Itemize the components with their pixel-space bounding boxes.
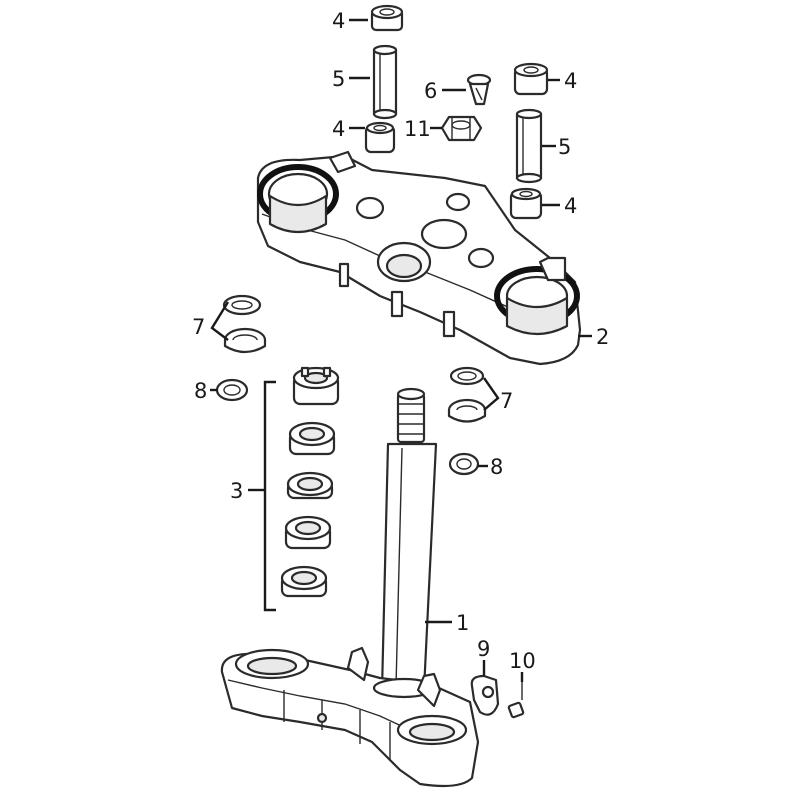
tube-right [515, 108, 543, 184]
bearing-ring-2 [286, 471, 334, 500]
callout-seal-right: 7 [500, 389, 513, 413]
callout-bushing-mid-left: 4 [332, 117, 345, 141]
callout-bearing-set: 3 [230, 479, 243, 503]
bushing-top-right [513, 62, 549, 96]
bushing-top-left [370, 4, 404, 32]
bolt [466, 73, 492, 106]
callout-washer-right: 8 [490, 455, 503, 479]
steering-stem [220, 387, 480, 788]
upper-bracket [256, 150, 582, 366]
bearing-ring-4 [280, 565, 328, 598]
bushing-mid-left [364, 121, 396, 154]
bearing-ring-3 [284, 515, 332, 550]
callout-upper-bracket: 2 [596, 325, 609, 349]
washer-right [448, 452, 480, 476]
washer-left [215, 378, 249, 402]
callout-bushing-top-left: 4 [332, 9, 345, 33]
bushing-mid-right [509, 187, 543, 220]
callout-screw: 10 [509, 649, 536, 673]
callout-bushing-mid-right: 4 [564, 194, 577, 218]
callout-clamp: 9 [477, 637, 490, 661]
callout-tube-right: 5 [558, 135, 571, 159]
bearing-nut [292, 366, 340, 406]
leader-lines [210, 18, 592, 682]
bearing-set-bracket [263, 380, 276, 612]
callout-washer-left: 8 [194, 379, 207, 403]
clamp [470, 674, 500, 716]
callout-stem: 1 [456, 611, 469, 635]
bearing-set [280, 366, 340, 598]
callout-nut: 11 [404, 117, 431, 141]
callout-bushing-top-right: 4 [564, 69, 577, 93]
castle-nut [440, 115, 483, 142]
seal-right [447, 366, 487, 423]
callout-bolt: 6 [424, 79, 437, 103]
screw [507, 680, 525, 719]
tube-left [372, 44, 398, 120]
seal-left [222, 294, 267, 354]
bearing-ring-1 [288, 421, 336, 456]
callout-tube-left: 5 [332, 67, 345, 91]
callout-seal-left: 7 [192, 315, 205, 339]
